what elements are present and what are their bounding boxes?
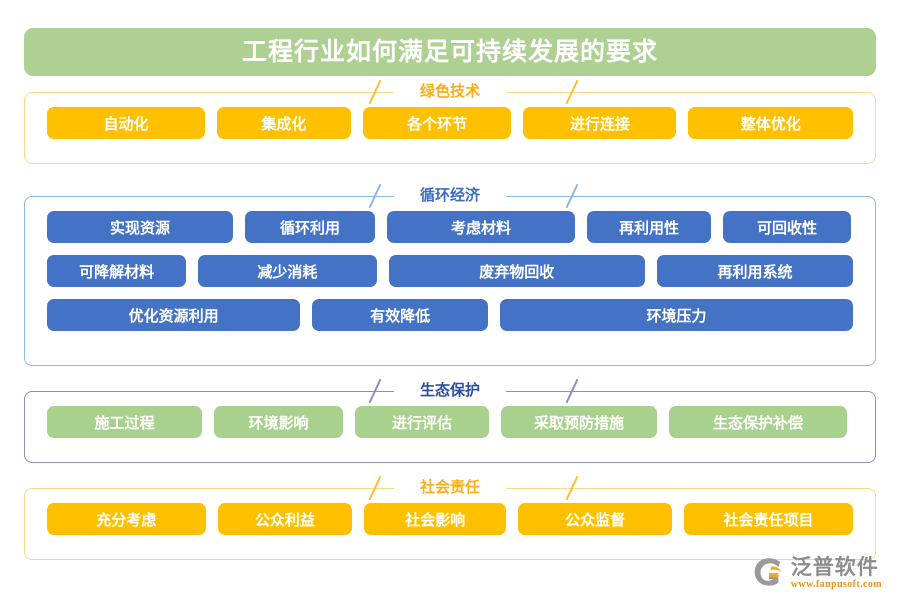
pill-item[interactable]: 生态保护补偿 xyxy=(669,406,847,438)
section-body-green-technology: 自动化 集成化 各个环节 进行连接 整体优化 xyxy=(25,93,875,153)
pill-item[interactable]: 充分考虑 xyxy=(47,503,206,535)
pill-label: 可回收性 xyxy=(756,219,817,237)
pill-label: 环境影响 xyxy=(248,414,309,432)
section-body-social-responsibility: 充分考虑 公众利益 社会影响 公众监督 社会责任项目 xyxy=(25,489,875,549)
page-title-banner: 工程行业如何满足可持续发展的要求 xyxy=(24,28,876,76)
pill-item[interactable]: 有效降低 xyxy=(312,299,488,331)
section-body-circular-economy: 实现资源 循环利用 考虑材料 再利用性 可回收性 可降解材料 减少消耗 废弃物回… xyxy=(25,197,875,345)
pill-label: 采取预防措施 xyxy=(533,414,624,432)
section-body-ecological-protection: 施工过程 环境影响 进行评估 采取预防措施 生态保护补偿 xyxy=(25,392,875,452)
pill-item[interactable]: 社会责任项目 xyxy=(683,503,854,535)
pill-label: 循环利用 xyxy=(279,219,340,237)
brand-logo: 泛普软件 www.fanpusoft.com xyxy=(752,556,882,590)
pill-label: 废弃物回收 xyxy=(479,263,555,281)
pill-item[interactable]: 再利用系统 xyxy=(657,255,853,287)
pill-item[interactable]: 各个环节 xyxy=(362,107,512,139)
pill-item[interactable]: 实现资源 xyxy=(47,211,233,243)
pill-label: 各个环节 xyxy=(407,115,468,133)
section-ecological-protection: 生态保护 施工过程 环境影响 进行评估 采取预防措施 生态保护补偿 xyxy=(24,378,876,463)
pill-item[interactable]: 整体优化 xyxy=(688,107,853,139)
pill-label: 公众监督 xyxy=(565,511,626,529)
pill-label: 环境压力 xyxy=(646,307,707,325)
logo-text-block: 泛普软件 www.fanpusoft.com xyxy=(791,557,882,590)
pill-label: 再利用性 xyxy=(618,219,679,237)
pill-label: 再利用系统 xyxy=(717,263,793,281)
pill-item[interactable]: 再利用性 xyxy=(587,211,711,243)
pill-label: 优化资源利用 xyxy=(128,307,219,325)
pill-item[interactable]: 环境影响 xyxy=(214,406,343,438)
pill-label: 减少消耗 xyxy=(257,263,318,281)
pill-item[interactable]: 可回收性 xyxy=(723,211,851,243)
logo-company-name: 泛普软件 xyxy=(790,555,879,579)
section-green-technology: 绿色技术 自动化 集成化 各个环节 进行连接 整体优化 xyxy=(24,79,876,164)
pill-label: 充分考虑 xyxy=(96,511,157,529)
pill-item[interactable]: 减少消耗 xyxy=(198,255,377,287)
pill-row: 自动化 集成化 各个环节 进行连接 整体优化 xyxy=(47,107,853,139)
pill-label: 实现资源 xyxy=(109,219,170,237)
pill-item[interactable]: 环境压力 xyxy=(499,299,853,331)
pill-row: 可降解材料 减少消耗 废弃物回收 再利用系统 xyxy=(47,255,853,287)
pill-item[interactable]: 进行评估 xyxy=(355,406,489,438)
pill-item[interactable]: 公众利益 xyxy=(217,503,353,535)
pill-label: 社会责任项目 xyxy=(723,511,814,529)
pill-label: 进行评估 xyxy=(391,414,452,432)
pill-label: 集成化 xyxy=(261,115,307,133)
pill-label: 整体优化 xyxy=(740,115,801,133)
page-title: 工程行业如何满足可持续发展的要求 xyxy=(241,37,658,66)
pill-item[interactable]: 采取预防措施 xyxy=(501,406,657,438)
pill-item[interactable]: 公众监督 xyxy=(518,503,672,535)
pill-label: 社会影响 xyxy=(405,511,466,529)
pill-row: 施工过程 环境影响 进行评估 采取预防措施 生态保护补偿 xyxy=(47,406,853,438)
pill-label: 考虑材料 xyxy=(450,219,511,237)
pill-row: 充分考虑 公众利益 社会影响 公众监督 社会责任项目 xyxy=(47,503,854,535)
pill-label: 有效降低 xyxy=(370,307,431,325)
logo-website-url: www.fanpusoft.com xyxy=(790,578,882,590)
pill-item[interactable]: 优化资源利用 xyxy=(47,299,301,331)
pill-label: 可降解材料 xyxy=(79,263,155,281)
fanpu-swoosh-icon xyxy=(754,558,781,586)
pill-item[interactable]: 进行连接 xyxy=(523,107,677,139)
pill-item[interactable]: 施工过程 xyxy=(47,406,202,438)
pill-label: 施工过程 xyxy=(94,414,155,432)
pill-row: 优化资源利用 有效降低 环境压力 xyxy=(47,299,853,331)
section-social-responsibility: 社会责任 充分考虑 公众利益 社会影响 公众监督 社会责任项目 xyxy=(24,475,876,560)
pill-item[interactable]: 循环利用 xyxy=(245,211,375,243)
pill-label: 进行连接 xyxy=(569,115,630,133)
pill-item[interactable]: 集成化 xyxy=(216,107,351,139)
pill-item[interactable]: 自动化 xyxy=(47,107,205,139)
pill-item[interactable]: 可降解材料 xyxy=(47,255,187,287)
pill-label: 公众利益 xyxy=(254,511,315,529)
pill-row: 实现资源 循环利用 考虑材料 再利用性 可回收性 xyxy=(47,211,853,243)
pill-item[interactable]: 废弃物回收 xyxy=(388,255,646,287)
pill-label: 生态保护补偿 xyxy=(712,414,803,432)
section-circular-economy: 循环经济 实现资源 循环利用 考虑材料 再利用性 可回收性 可降解材料 减少消耗… xyxy=(24,183,876,366)
pill-label: 自动化 xyxy=(103,115,149,133)
pill-item[interactable]: 社会影响 xyxy=(364,503,507,535)
pill-item[interactable]: 考虑材料 xyxy=(387,211,575,243)
